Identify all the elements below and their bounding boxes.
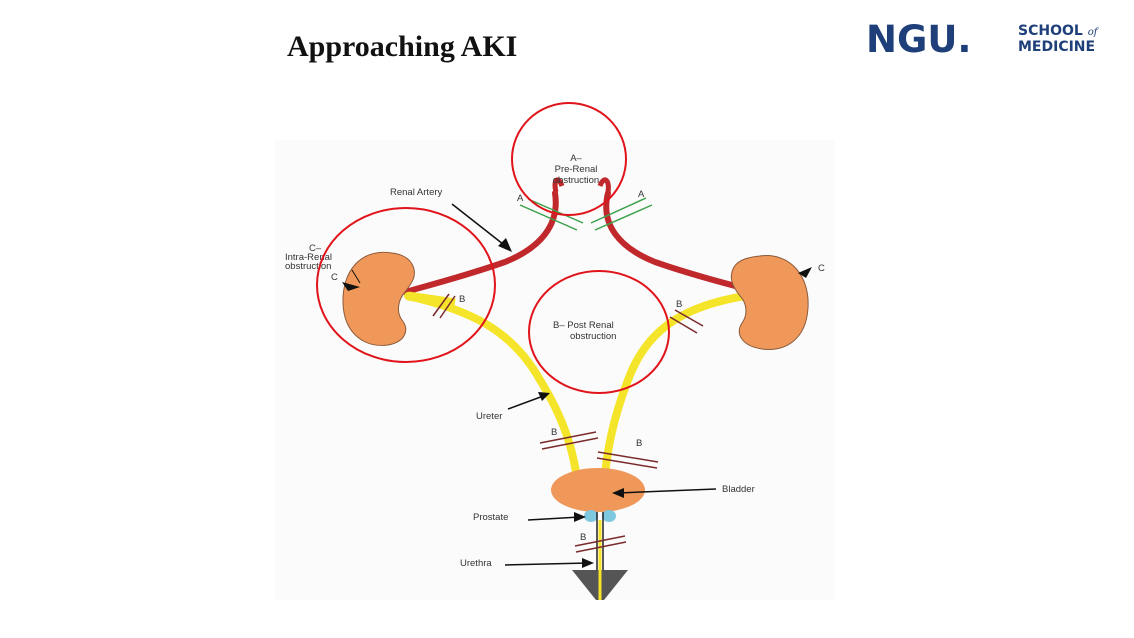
urethra-arrowhead bbox=[582, 558, 594, 568]
left-artery-top bbox=[552, 177, 565, 193]
highlight-circle-post-renal bbox=[528, 270, 670, 394]
renal-artery-arrowhead bbox=[498, 238, 512, 252]
prostate-right bbox=[602, 510, 616, 522]
post-renal-label-2: obstruction bbox=[570, 331, 616, 342]
highlight-circle-pre-renal bbox=[511, 102, 627, 216]
c-right-pointer bbox=[798, 267, 812, 278]
obstruction-a-left-1 bbox=[519, 204, 578, 231]
obstruction-b-right-kidney-1 bbox=[669, 316, 698, 334]
prostate-arrowhead bbox=[574, 512, 586, 522]
logo-school: SCHOOL bbox=[1018, 23, 1083, 39]
bladder bbox=[551, 468, 645, 512]
left-kidney bbox=[342, 251, 415, 346]
obstruction-b-urethra-2 bbox=[575, 541, 627, 553]
intra-renal-label-3: obstruction bbox=[285, 261, 331, 272]
mark-b-ureter-left: B bbox=[551, 427, 557, 438]
obstruction-a-right-2 bbox=[590, 197, 647, 224]
ureter-arrowhead bbox=[538, 392, 550, 401]
obstruction-b-left-kidney-1 bbox=[432, 293, 450, 317]
logo-mark: NGU. bbox=[866, 18, 972, 61]
right-kidney bbox=[730, 255, 809, 350]
left-ureter-stub bbox=[407, 291, 456, 308]
urethra-arrow bbox=[504, 562, 589, 566]
intra-renal-label-1: C– bbox=[309, 243, 322, 254]
bladder-arrow bbox=[617, 488, 717, 494]
right-artery-top bbox=[597, 177, 611, 193]
renal-artery-label: Renal Artery bbox=[390, 187, 443, 198]
prostate-left bbox=[584, 510, 598, 522]
right-renal-artery bbox=[603, 190, 753, 293]
logo-subtitle: SCHOOL of MEDICINE bbox=[1018, 24, 1097, 55]
left-ureter bbox=[404, 292, 582, 492]
logo-of: of bbox=[1087, 27, 1098, 38]
obstruction-b-left-kidney-2 bbox=[439, 295, 456, 319]
ureter-label: Ureter bbox=[476, 411, 502, 422]
mark-b-urethra: B bbox=[580, 532, 586, 543]
bladder-arrowhead bbox=[612, 488, 624, 498]
prostate-arrow bbox=[527, 516, 581, 521]
obstruction-a-right-1 bbox=[594, 204, 653, 231]
obstruction-b-ureter-left-1 bbox=[539, 431, 597, 444]
mark-b-ureter-right: B bbox=[636, 438, 642, 449]
slide-title: Approaching AKI bbox=[287, 30, 518, 63]
pre-renal-label-1: A– bbox=[570, 153, 582, 164]
obstruction-b-urethra-1 bbox=[574, 535, 626, 547]
mark-b-right-kidney: B bbox=[676, 299, 682, 310]
obstruction-b-ureter-left-2 bbox=[541, 437, 599, 450]
intra-renal-pointer bbox=[351, 269, 361, 284]
renal-artery-arrow bbox=[451, 203, 509, 249]
mark-a-left: A bbox=[517, 193, 524, 204]
mark-a-right: A bbox=[638, 189, 645, 200]
mark-c-left: C bbox=[331, 272, 338, 283]
bladder-label: Bladder bbox=[722, 484, 755, 495]
intra-renal-label-2: Intra-Renal bbox=[285, 252, 332, 263]
obstruction-a-left-2 bbox=[527, 198, 584, 224]
prostate-label: Prostate bbox=[473, 512, 508, 523]
post-renal-label-1: B– Post Renal bbox=[553, 320, 614, 331]
c-left-pointer bbox=[342, 282, 360, 291]
mark-b-left-kidney: B bbox=[459, 294, 465, 305]
pre-renal-label-2: Pre-Renal bbox=[555, 164, 598, 175]
ngu-school-of-medicine-logo: NGU. SCHOOL of MEDICINE bbox=[866, 20, 1106, 64]
logo-medicine: MEDICINE bbox=[1018, 39, 1096, 55]
obstruction-b-ureter-right-1 bbox=[597, 451, 659, 463]
highlight-circle-intra-renal bbox=[316, 207, 496, 363]
mark-c-right: C bbox=[818, 263, 825, 274]
urethra-label: Urethra bbox=[460, 558, 492, 569]
obstruction-b-ureter-right-2 bbox=[596, 457, 658, 469]
ureter-arrow bbox=[507, 394, 547, 410]
obstruction-b-right-kidney-2 bbox=[674, 309, 704, 327]
pre-renal-label-3: obstruction bbox=[553, 175, 599, 186]
